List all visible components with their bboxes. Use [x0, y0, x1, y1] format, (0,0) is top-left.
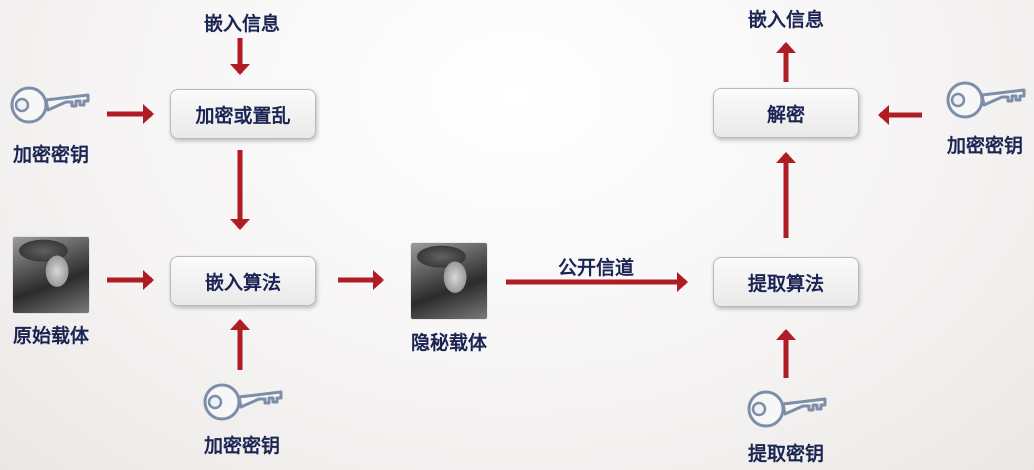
encryption-key-label-bottom: 加密密钥	[203, 435, 281, 457]
key-icon	[747, 390, 827, 428]
embed-info-label-right: 嵌入信息	[747, 9, 825, 31]
original-carrier-image	[13, 237, 89, 313]
embed-info-label-left: 嵌入信息	[203, 13, 281, 35]
stego-carrier-label: 隐秘载体	[410, 332, 488, 354]
encryption-key-label-left: 加密密钥	[12, 144, 90, 166]
key-icon	[946, 81, 1026, 119]
extract-algorithm-box: 提取算法	[713, 257, 859, 307]
embed-algorithm-box: 嵌入算法	[170, 256, 316, 306]
decrypt-box: 解密	[713, 88, 859, 138]
stego-carrier-image	[411, 243, 487, 319]
public-channel-label: 公开信道	[557, 257, 635, 279]
key-icon	[10, 86, 90, 124]
encrypt-scramble-box: 加密或置乱	[170, 89, 316, 139]
original-carrier-label: 原始载体	[12, 325, 90, 347]
extraction-key-label: 提取密钥	[747, 443, 825, 465]
encryption-key-label-right: 加密密钥	[946, 135, 1024, 157]
key-icon	[203, 383, 283, 421]
